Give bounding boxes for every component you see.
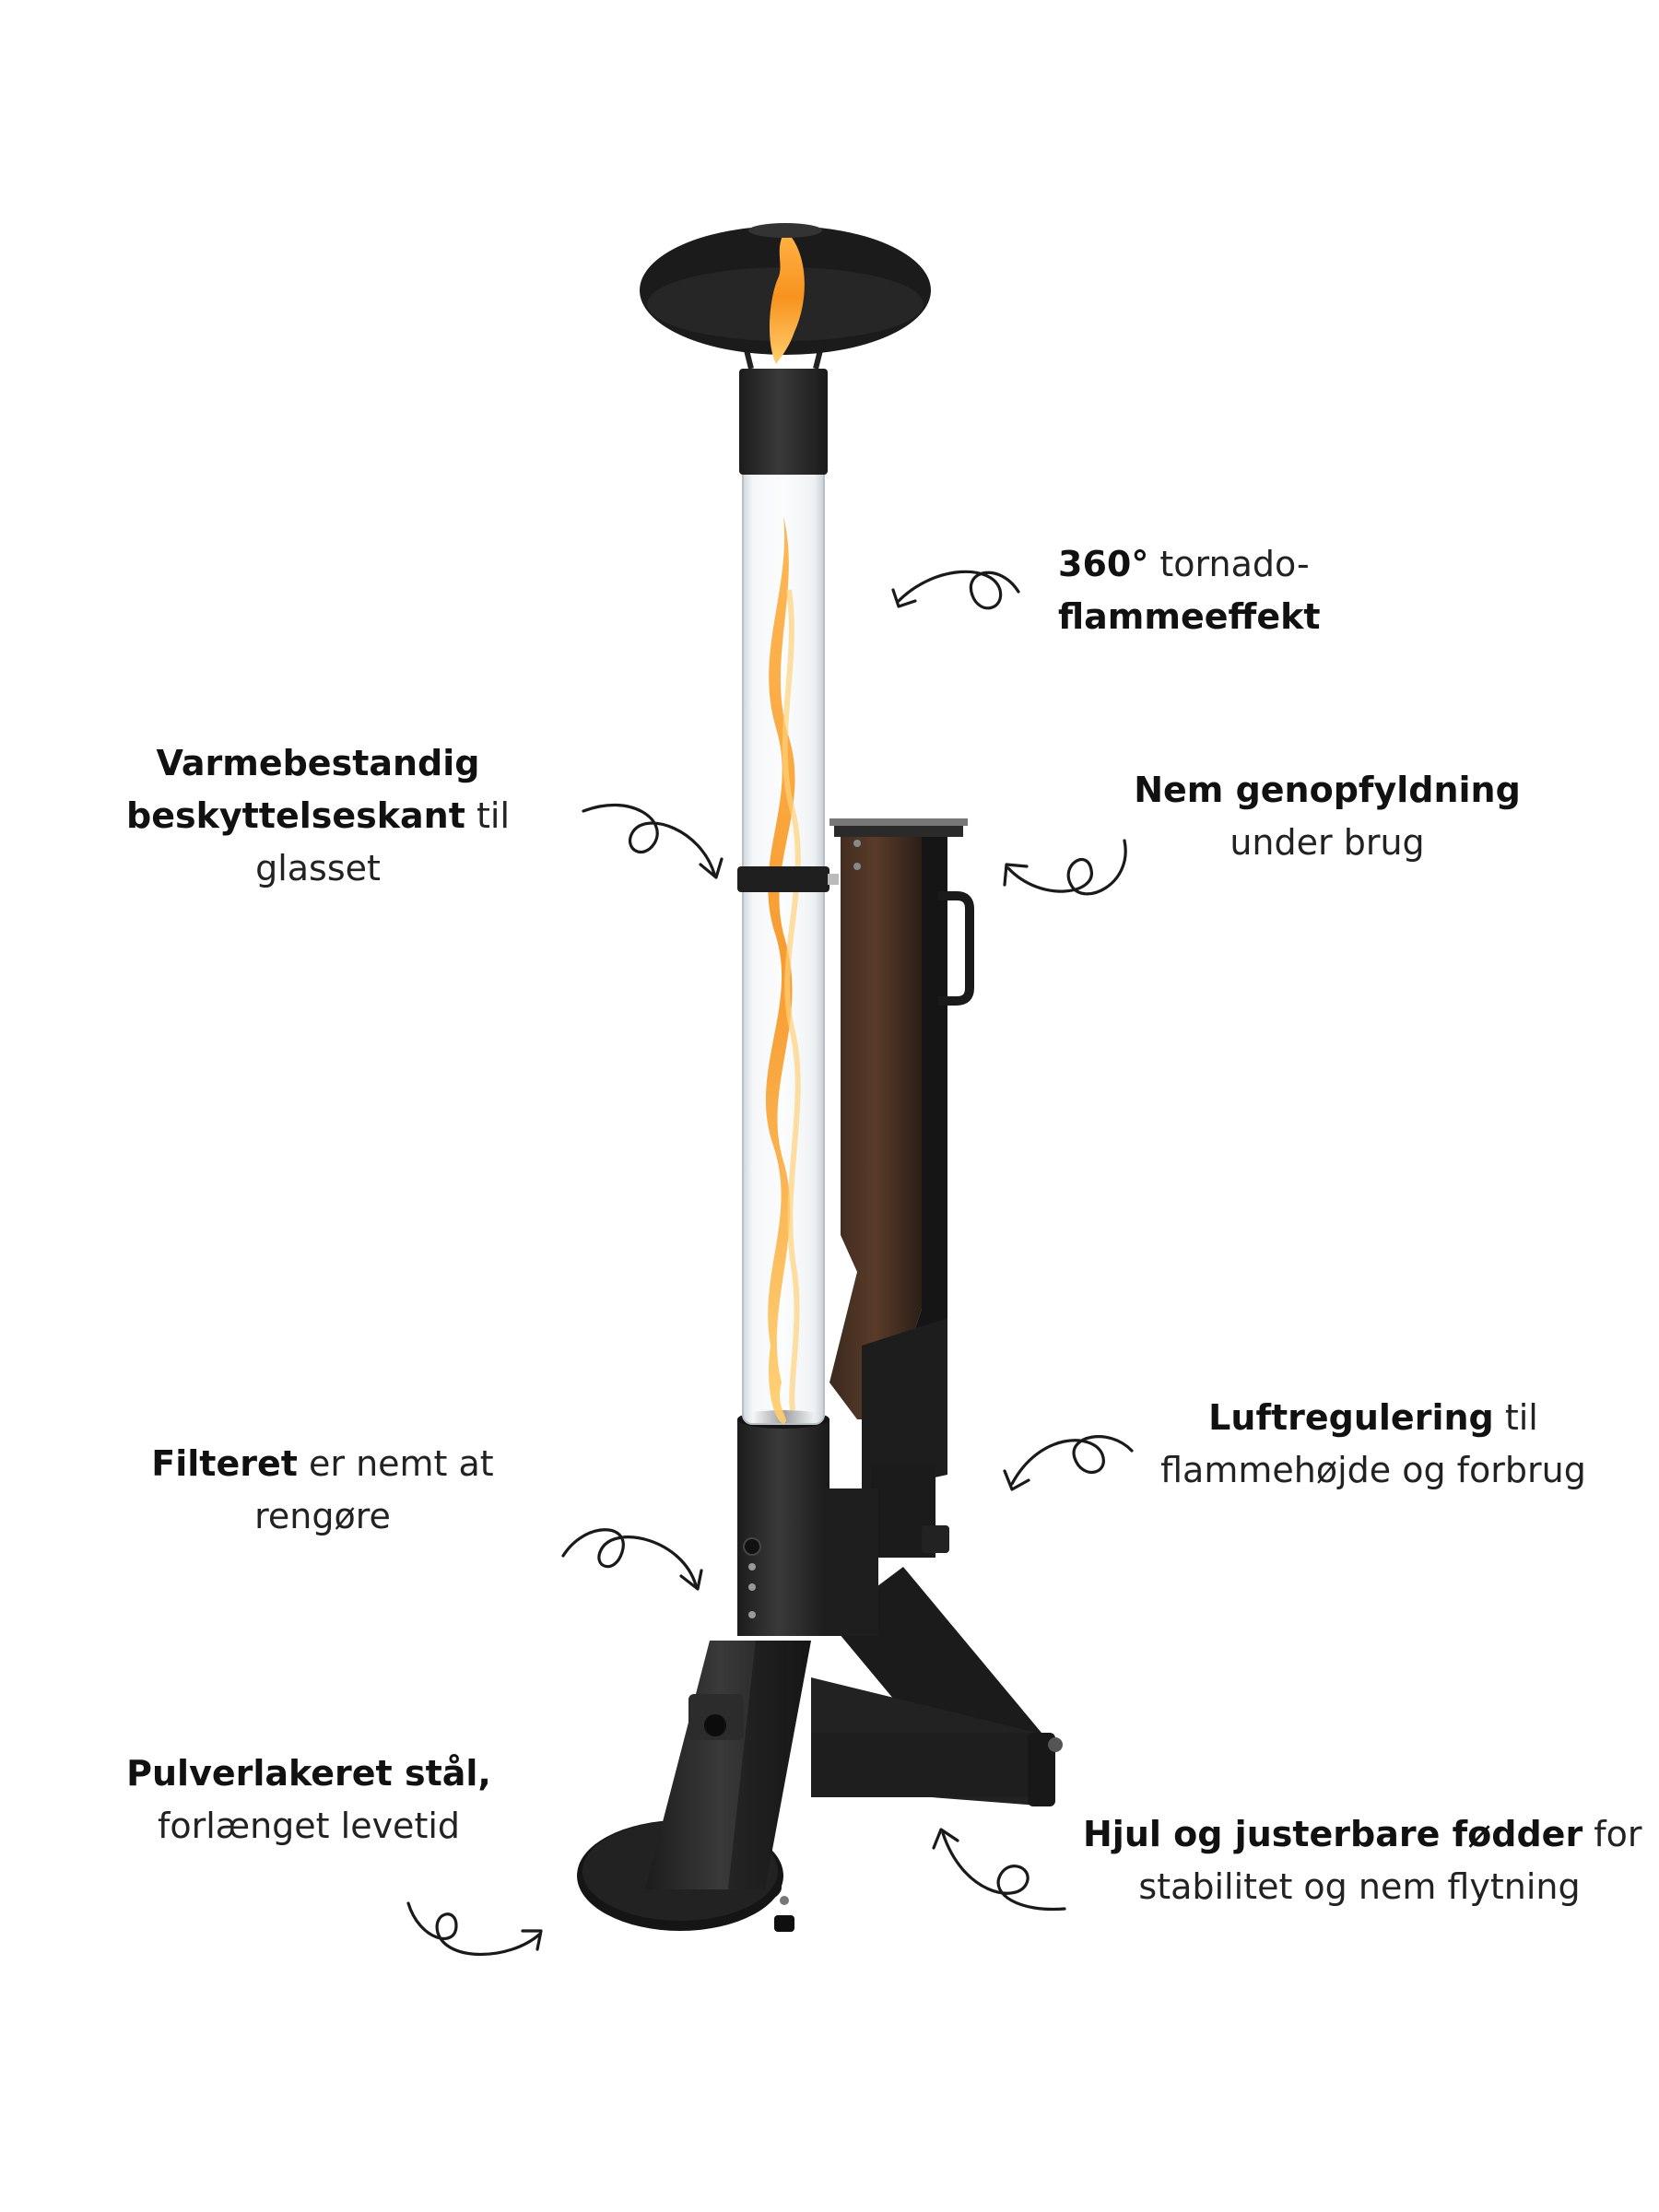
feature-text: tornado- [1148, 544, 1310, 584]
feature-bold-text: flammeeffekt [1058, 596, 1321, 637]
feature-bold-text: Luftregulering [1208, 1397, 1494, 1438]
feature-bold-text: 360° [1058, 544, 1149, 584]
curly-arrow-icon [891, 570, 1020, 610]
feature-bold-text: Varmebestandig [156, 743, 480, 783]
feature-bold-text: Nem genopfyldning [1134, 770, 1521, 810]
feature-text: til [465, 795, 510, 836]
feature-filter: Filteret er nemt at rengøre [138, 1438, 507, 1543]
feature-bold-text: Pulverlakeret stål, [126, 1753, 491, 1794]
feature-text: glasset [255, 848, 381, 888]
front-leg [645, 1641, 811, 1889]
feature-text: er nemt at [297, 1443, 494, 1484]
feature-air-regulation: Luftregulering til flammehøjde og forbru… [1134, 1392, 1613, 1497]
feature-bold-text: Filteret [151, 1443, 298, 1484]
support-column [830, 818, 974, 1558]
feature-text: stabilitet og nem flytning [1138, 1866, 1581, 1907]
feature-easy-refill: Nem genopfyldning under brug [1134, 764, 1521, 869]
feature-powder-coated-steel: Pulverlakeret stål, forlænget levetid [120, 1747, 498, 1853]
curly-arrow-icon [1003, 1435, 1134, 1491]
feature-wheels-feet: Hjul og justerbare fødder for stabilitet… [1083, 1808, 1642, 1913]
curly-arrow-icon [1003, 839, 1127, 896]
feature-bold-text: beskyttelseskant [126, 795, 465, 836]
curly-arrow-icon [582, 803, 724, 879]
glass-tube [737, 460, 839, 1425]
feature-bold-text: Hjul og justerbare fødder [1083, 1814, 1583, 1854]
feature-text: rengøre [254, 1496, 391, 1536]
feature-protective-edge: Varmebestandig beskyttelseskant til glas… [111, 737, 525, 895]
feature-tornado-flame: 360° tornado- flammeeffekt [1058, 538, 1321, 643]
rear-leg [811, 1567, 1063, 1806]
feature-text: flammehøjde og forbrug [1160, 1450, 1586, 1490]
curly-arrow-icon [561, 1528, 703, 1591]
feature-text: til [1493, 1397, 1538, 1438]
feature-text: under brug [1230, 822, 1425, 863]
curly-arrow-icon [932, 1828, 1066, 1912]
curly-arrow-icon [406, 1901, 543, 1956]
feature-text: for [1583, 1814, 1642, 1854]
burner-canister [737, 1410, 878, 1636]
feature-text: forlænget levetid [157, 1806, 461, 1846]
top-hood [640, 223, 931, 475]
